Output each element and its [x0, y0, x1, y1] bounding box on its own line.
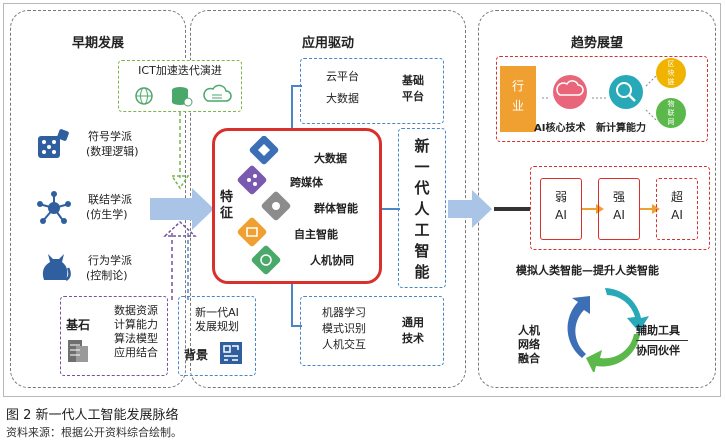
- strong-ai-box: [598, 178, 640, 240]
- ict-label: ICT加速迭代演进: [138, 64, 222, 77]
- plan-line-1: 新一代AI: [195, 306, 239, 319]
- industry-label: 行业: [511, 79, 524, 113]
- blockchain-badge: [656, 58, 686, 88]
- tech-item: 人机交互: [322, 338, 366, 351]
- weak-ai-char: 弱: [554, 190, 567, 204]
- arrow-app-to-trend: [448, 190, 492, 228]
- tech-item: 模式识别: [322, 322, 366, 335]
- app-panel-title: 应用驱动: [301, 36, 354, 51]
- ict-icons: [135, 84, 232, 107]
- feature-cross-media: 跨媒体: [290, 176, 323, 189]
- weak-ai-box: [540, 178, 582, 240]
- cat-icon: [42, 254, 71, 282]
- foundation-item: 算法模型: [114, 332, 158, 345]
- figure-caption: 图 2 新一代人工智能发展脉络: [6, 408, 179, 423]
- feature-swarm: 群体智能: [314, 202, 358, 215]
- cloud-icon: [203, 84, 232, 102]
- arrow-early-to-app: [150, 188, 214, 230]
- trend-panel-title: 趋势展望: [570, 36, 623, 51]
- feature-autonomous: 自主智能: [294, 228, 338, 241]
- background-label: 背景: [184, 348, 209, 362]
- platform-box: [300, 58, 444, 124]
- dice-icon: [38, 129, 69, 158]
- tech-box: [300, 296, 444, 366]
- globe-icon: [135, 87, 153, 105]
- ai-levels-box: [530, 166, 710, 250]
- platform-item: 大数据: [326, 92, 359, 105]
- feature-icons: [237, 136, 291, 275]
- partner-label: 协同伙伴: [636, 344, 680, 357]
- super-ai-box: [656, 178, 698, 240]
- trend-icons: [553, 75, 643, 109]
- assist-divider: [636, 340, 688, 341]
- school-behavioral-sub: (控制论): [86, 269, 128, 282]
- feature-human-machine: 人机协同: [310, 254, 354, 267]
- platform-label-1: 基础: [402, 74, 424, 87]
- database-icon: [172, 87, 193, 107]
- compute-search-icon: [609, 75, 643, 109]
- blockchain-label: 区块链: [667, 60, 675, 86]
- figure-frame: [3, 3, 721, 397]
- iot-badge: [656, 98, 686, 128]
- server-icon: [68, 340, 88, 362]
- plan-line-2: 发展规划: [195, 320, 239, 333]
- tech-label-1: 通用: [402, 316, 424, 329]
- simulate-label: 模拟人类智能—提升人类智能: [516, 264, 659, 277]
- school-connectionist-name: 联结学派: [88, 193, 132, 206]
- new-compute-label: 新计算能力: [596, 123, 646, 134]
- super-ai-suffix: AI: [671, 208, 683, 222]
- ai-core-cloud-icon: [553, 75, 587, 109]
- industry-block: [500, 66, 536, 132]
- feature-label: 特征: [220, 190, 234, 221]
- school-behavioral-name: 行为学派: [88, 254, 132, 267]
- tech-item: 机器学习: [322, 306, 366, 319]
- foundation-item: 数据资源: [114, 304, 158, 317]
- figure-source: 资料来源：根据公开资料综合绘制。: [6, 426, 182, 439]
- plan-box: [178, 296, 256, 376]
- strong-ai-suffix: AI: [613, 208, 625, 222]
- assist-tool-label: 辅助工具: [636, 324, 680, 337]
- foundation-box: [60, 296, 168, 376]
- platform-label-2: 平台: [402, 90, 424, 103]
- core-tech-label: AI核心技术: [534, 123, 586, 134]
- iot-label: 物联网: [667, 100, 675, 126]
- super-ai-char: 超: [670, 190, 683, 204]
- new-ai-box: [398, 128, 446, 288]
- network-node-icon: [37, 191, 71, 224]
- feature-big-data: 大数据: [314, 152, 347, 165]
- foundation-item: 应用结合: [114, 346, 158, 359]
- foundation-label: 基石: [66, 318, 91, 332]
- feature-box: [212, 128, 382, 284]
- foundation-item: 计算能力: [114, 318, 158, 331]
- new-ai-title: 新一代人工智能: [414, 137, 430, 281]
- fusion-label: 人机网络融合: [518, 324, 540, 365]
- school-symbolic-name: 符号学派: [88, 130, 132, 143]
- circuit-chip-icon: [220, 342, 242, 364]
- strong-ai-char: 强: [612, 190, 625, 204]
- early-panel-title: 早期发展: [71, 36, 124, 51]
- tech-label-2: 技术: [402, 332, 424, 345]
- school-connectionist-sub: (仿生学): [86, 208, 128, 221]
- cycle-arrows-icon: [567, 288, 649, 372]
- school-symbolic-sub: (数理逻辑): [86, 145, 139, 158]
- trend-top-box: [496, 56, 708, 142]
- weak-ai-suffix: AI: [555, 208, 567, 222]
- platform-item: 云平台: [326, 70, 359, 83]
